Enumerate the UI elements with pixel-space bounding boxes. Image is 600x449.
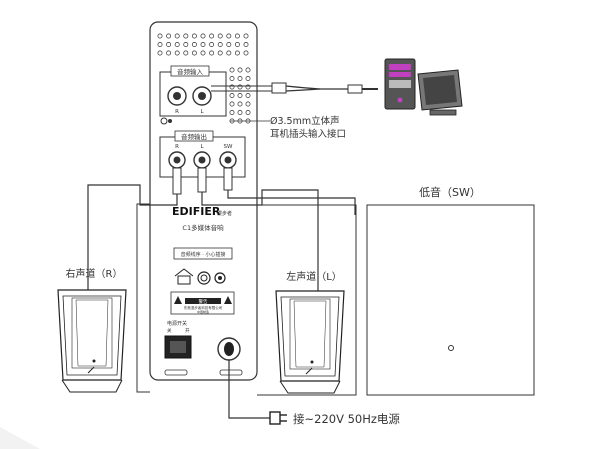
vent-hole [157, 33, 163, 39]
power-switch-label: 电源开关 [167, 320, 187, 327]
power-plug-icon [269, 411, 287, 425]
vent-hole [245, 67, 251, 73]
power-cord [228, 360, 270, 419]
vent-hole [209, 50, 215, 56]
switch-on-label: 开 [185, 328, 190, 334]
vent-hole [209, 33, 215, 39]
vent-hole [226, 42, 232, 47]
vent-hole [226, 33, 232, 39]
cccf-mark-icon [197, 271, 226, 285]
warning-label: 警告 [199, 298, 208, 305]
headphone-jack-input[interactable] [160, 117, 168, 125]
vent-hole [245, 101, 251, 107]
warning-company: 东莞漫步者科技有限公司 [184, 305, 223, 310]
vent-hole [174, 33, 180, 39]
jack-description-line1: Ø3.5mm立体声 [270, 115, 340, 127]
output-l-label: L [200, 144, 204, 150]
vent-hole [237, 67, 243, 73]
vent-hole [191, 42, 197, 47]
input-section-label: 音频输入 [177, 67, 204, 76]
vent-hole [245, 76, 251, 81]
right-speaker: 右声道（R） [57, 267, 127, 393]
computer-tower-icon [384, 58, 416, 110]
info-box: 音频线序 · 小心插接 [181, 251, 226, 258]
vent-hole [217, 42, 223, 47]
vent-hole [237, 101, 243, 107]
vent-hole [243, 42, 249, 47]
vent-hole [200, 33, 206, 39]
input-r-label: R [175, 109, 179, 115]
left-speaker: 左声道（L） [275, 270, 345, 394]
vent-hole [229, 84, 235, 90]
vent-hole [229, 76, 235, 81]
vent-hole [245, 110, 251, 115]
vent-hole [191, 50, 197, 56]
bottom-vent [219, 369, 243, 376]
power-source-label: 接~220V 50Hz电源 [293, 412, 400, 426]
bottom-vent [164, 369, 188, 376]
vent-hole [157, 42, 163, 47]
vent-hole [183, 50, 189, 56]
vent-hole [234, 33, 240, 39]
vent-hole [166, 33, 172, 39]
vent-hole [226, 50, 232, 56]
vent-hole [166, 50, 172, 56]
vent-hole [209, 42, 215, 47]
output-sw-label: SW [224, 144, 233, 150]
vent-hole [157, 50, 163, 56]
ventilation-grid [157, 33, 249, 56]
warning-made-in: 中国制造 [197, 309, 209, 314]
vent-hole [237, 93, 243, 98]
vent-hole [243, 50, 249, 56]
vent-hole [243, 33, 249, 39]
home-icon [174, 268, 194, 285]
vent-hole [229, 93, 235, 98]
vent-hole [237, 76, 243, 81]
computer [384, 58, 463, 116]
brand-cn: 漫步者 [217, 210, 232, 217]
subwoofer-label: 低音（SW） [419, 185, 481, 199]
vent-hole [191, 33, 197, 39]
input-l-label: L [200, 109, 204, 115]
vent-hole [166, 42, 172, 47]
vent-hole [245, 93, 251, 98]
vent-hole [234, 42, 240, 47]
vent-hole [174, 50, 180, 56]
vent-hole [229, 110, 235, 115]
brand-logo: EDIFIER [172, 205, 221, 218]
input-cable [211, 82, 378, 122]
vent-hole [237, 110, 243, 115]
vent-hole [200, 50, 206, 56]
vent-hole [229, 101, 235, 107]
right-speaker-label: 右声道（R） [66, 267, 123, 280]
audio-output-section: 音频输出 R L SW [159, 130, 246, 195]
vent-hole [229, 67, 235, 73]
vent-hole [217, 33, 223, 39]
warning-plate: 警告 东莞漫步者科技有限公司 中国制造 [170, 291, 235, 315]
vent-hole [237, 84, 243, 90]
left-speaker-label: 左声道（L） [286, 270, 342, 283]
vent-hole [174, 42, 180, 47]
output-cables [87, 184, 356, 292]
subwoofer: 低音（SW） [366, 185, 535, 396]
audio-input-section: 音频输入 R L [159, 65, 227, 125]
vent-hole [200, 42, 206, 47]
model-label: C1多媒体音响 [182, 223, 224, 232]
vent-hole [234, 50, 240, 56]
switch-off-label: 关 [167, 327, 172, 334]
vent-hole [245, 84, 251, 90]
monitor-icon [417, 69, 463, 116]
jack-description-line2: 耳机插头输入接口 [270, 128, 346, 140]
left-backplate [136, 203, 150, 393]
vent-hole [183, 33, 189, 39]
right-backplate [257, 204, 357, 396]
output-r-label: R [175, 144, 179, 150]
vent-hole [183, 42, 189, 47]
output-section-label: 音频输出 [181, 132, 207, 141]
corner-decoration [0, 427, 40, 449]
vent-hole [217, 50, 223, 56]
